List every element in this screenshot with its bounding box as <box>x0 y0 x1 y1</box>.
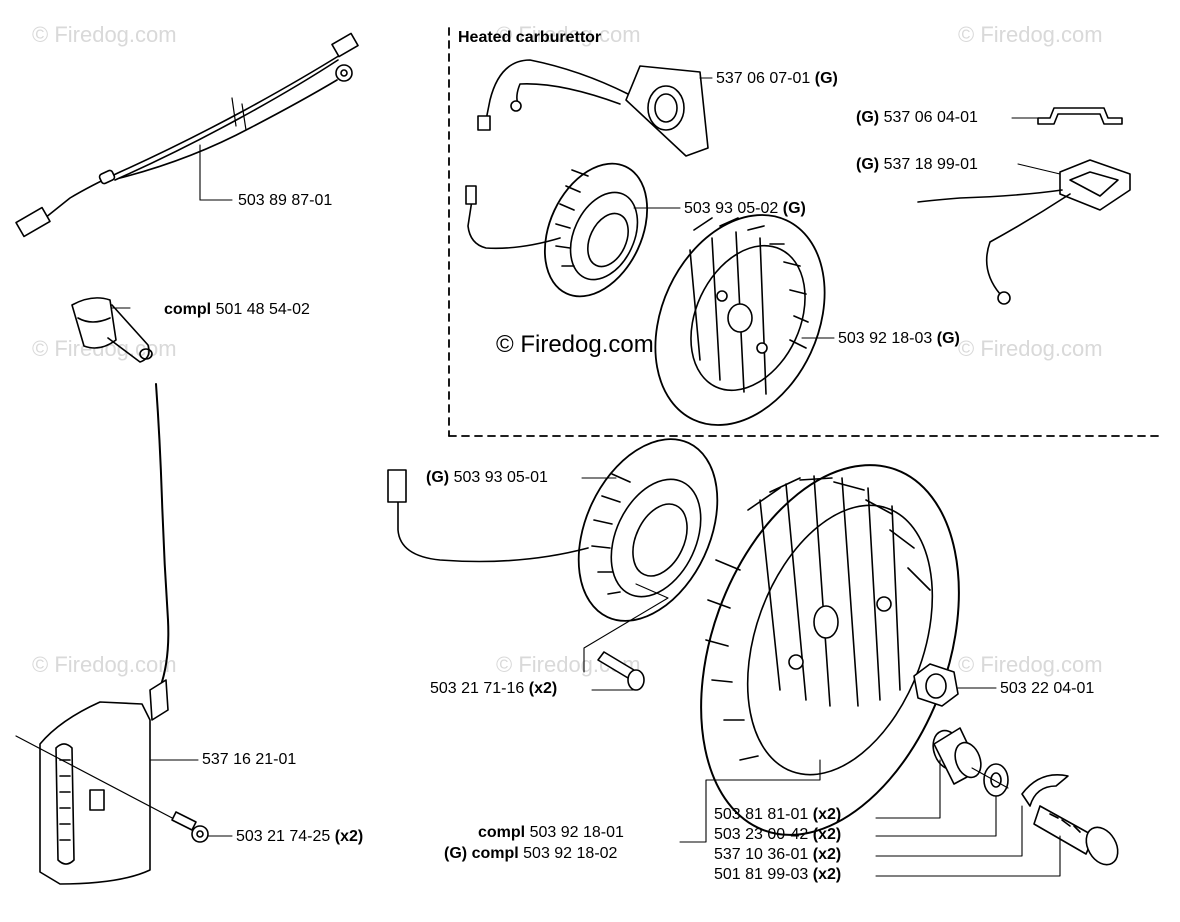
heated-coil <box>465 162 681 298</box>
washer <box>875 763 1009 837</box>
label-clip: (G) 537 06 04-01 <box>856 109 978 127</box>
label-module-screw: 503 21 74-25 (x2) <box>236 828 363 846</box>
watermark: © Firedog.com <box>32 652 177 677</box>
label-prefix: compl <box>478 824 526 841</box>
label-prefix: compl <box>164 301 212 318</box>
label-part-number: 503 92 18-02 <box>523 845 618 862</box>
section-title: Heated carburettor <box>458 29 602 46</box>
label-tag: (G) <box>936 330 960 347</box>
module-screw <box>171 811 233 843</box>
watermark: © Firedog.com <box>496 22 641 47</box>
label-flywheel-nut: 503 22 04-01 <box>1000 680 1095 697</box>
label-part-number: 503 21 74-25 <box>236 828 331 845</box>
label-ignition-coil: (G) 503 93 05-01 <box>426 469 548 487</box>
heated-section-border <box>448 27 1161 437</box>
label-qty: (x2) <box>528 680 558 697</box>
washer-bushing <box>875 727 982 819</box>
label-qty: (x2) <box>334 828 364 845</box>
label-part-number: 503 23 00-42 <box>714 826 809 843</box>
label-stack-3: 537 10 36-01 (x2) <box>714 846 841 864</box>
label-part-number: 503 81 81-01 <box>714 806 809 823</box>
label-coil-screw: 503 21 71-16 (x2) <box>430 680 557 698</box>
label-part-number: 537 06 04-01 <box>883 109 978 126</box>
label-stack-2: 503 23 00-42 (x2) <box>714 826 841 844</box>
label-part-number: 501 81 99-03 <box>714 866 809 883</box>
label-tag: (G) <box>814 70 838 87</box>
label-tag: (G) <box>444 845 468 862</box>
label-thermostat: (G) 537 18 99-01 <box>856 156 978 174</box>
label-part-number: 503 93 05-02 <box>684 200 779 217</box>
flywheel-nut <box>913 663 997 707</box>
watermark-center: © Firedog.com <box>496 331 654 358</box>
label-tag: (G) <box>856 109 880 126</box>
watermark: © Firedog.com <box>958 22 1103 47</box>
label-qty: (x2) <box>812 826 842 843</box>
label-part-number: 501 48 54-02 <box>215 301 310 318</box>
thermostat <box>917 159 1131 305</box>
label-prefix: compl <box>471 845 519 862</box>
watermark: © Firedog.com <box>958 336 1103 361</box>
label-stack-4: 501 81 99-03 (x2) <box>714 866 841 884</box>
pin <box>875 805 1119 877</box>
heater-plate <box>477 59 713 157</box>
ignition-coil <box>387 438 719 673</box>
label-qty: (x2) <box>812 846 842 863</box>
label-qty: (x2) <box>812 806 842 823</box>
watermark: © Firedog.com <box>958 652 1103 677</box>
label-part-number: 537 18 99-01 <box>883 156 978 173</box>
label-tag: (G) <box>856 156 880 173</box>
label-flywheel-compl-g: (G) compl 503 92 18-02 <box>444 845 617 863</box>
label-heated-coil: 503 93 05-02 (G) <box>684 200 806 218</box>
label-qty: (x2) <box>812 866 842 883</box>
wire-harness <box>15 32 359 238</box>
label-part-number: 537 06 07-01 <box>716 70 811 87</box>
label-part-number: 503 21 71-16 <box>430 680 525 697</box>
coil-screw <box>591 651 645 691</box>
label-spark-cap: compl 501 48 54-02 <box>164 301 310 319</box>
label-part-number: 503 92 18-03 <box>838 330 933 347</box>
label-part-number: 503 93 05-01 <box>453 469 548 486</box>
label-stack-1: 503 81 81-01 (x2) <box>714 806 841 824</box>
clip <box>1011 107 1123 125</box>
spark-cap <box>71 297 153 363</box>
label-heated-flywheel: 503 92 18-03 (G) <box>838 330 960 348</box>
label-tag: (G) <box>426 469 450 486</box>
label-heater-plate: 537 06 07-01 (G) <box>716 70 838 88</box>
label-part-number: 503 92 18-01 <box>529 824 624 841</box>
flywheel <box>679 464 960 843</box>
heated-flywheel <box>654 214 835 426</box>
watermark: © Firedog.com <box>32 22 177 47</box>
label-tag: (G) <box>782 200 806 217</box>
label-flywheel-compl: compl 503 92 18-01 <box>478 824 624 842</box>
label-ignition-module: 537 16 21-01 <box>202 751 297 768</box>
pawl <box>875 774 1069 857</box>
ignition-module <box>15 383 199 885</box>
label-wire-harness: 503 89 87-01 <box>238 192 333 209</box>
label-part-number: 537 10 36-01 <box>714 846 809 863</box>
